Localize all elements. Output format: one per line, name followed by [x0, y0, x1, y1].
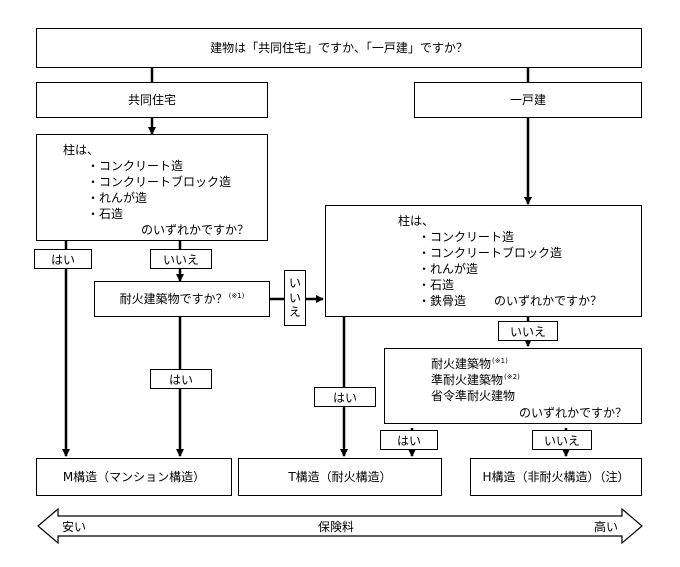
premium-scale-arrow — [37, 507, 643, 545]
fire-list-item: 耐火建築物(※1) — [431, 357, 508, 372]
right-pillar-item: ・れんが造 — [418, 262, 479, 276]
right-pillar-suffix: のいずれかですか？ — [494, 294, 603, 308]
scale-high-label: 高い — [594, 520, 619, 534]
no-vertical-char: え — [288, 305, 301, 320]
fire-list-item: 省令準耐火建物 — [431, 389, 515, 404]
yes-text: はい — [168, 372, 193, 387]
top-question-text: 建物は「共同住宅」ですか、「一戸建」ですか？ — [210, 40, 468, 55]
left-pillar-heading: 柱は、 — [63, 143, 100, 157]
fire-question-yes-label: はい — [150, 369, 212, 389]
fire-list-yes-label: はい — [380, 430, 438, 450]
scale-low-label: 安い — [62, 520, 87, 534]
no-text: いいえ — [162, 252, 199, 267]
fire-list-item-note: (※2) — [504, 373, 520, 381]
right-pillar-question-box: 柱は、 ・コンクリート造 ・コンクリートブロック造 ・れんが造 ・石造 ・鉄骨造… — [325, 205, 642, 317]
scale-center-label: 保険料 — [318, 520, 355, 534]
fire-resistant-question-box: 耐火建築物ですか？(※1) — [94, 281, 270, 317]
top-question-box: 建物は「共同住宅」ですか、「一戸建」ですか？ — [36, 28, 642, 68]
left-pillar-item: ・れんが造 — [87, 191, 148, 205]
fire-question-label: 耐火建築物ですか？ — [119, 291, 228, 306]
fire-resistant-question-text: 耐火建築物ですか？(※1) — [120, 292, 245, 307]
right-pillar-item: ・コンクリートブロック造 — [418, 246, 563, 260]
result-t-text: T構造（耐火構造） — [288, 469, 392, 484]
result-m-structure: M構造（マンション構造） — [36, 458, 232, 496]
detached-house-box: 一戸建 — [414, 82, 642, 118]
left-pillar-no-label: いいえ — [150, 249, 212, 269]
fire-list-item-text: 耐火建築物 — [431, 357, 492, 371]
fire-list-no-label: いいえ — [532, 430, 592, 450]
left-pillar-yes-label: はい — [34, 249, 92, 269]
right-pillar-item: ・石造 — [418, 278, 455, 292]
left-pillar-item: ・コンクリート造 — [87, 159, 184, 173]
no-text: いいえ — [509, 324, 546, 339]
result-m-text: M構造（マンション構造） — [62, 469, 206, 484]
result-h-text: H構造（非耐火構造）（注） — [482, 469, 630, 484]
left-pillar-item: ・コンクリートブロック造 — [87, 175, 232, 189]
no-vertical-char: い — [288, 276, 301, 291]
result-h-structure: H構造（非耐火構造）（注） — [470, 458, 642, 496]
left-pillar-suffix: のいずれかですか？ — [141, 223, 250, 237]
fire-list-item: 準耐火建築物(※2) — [431, 373, 520, 388]
fire-list-item-text: 準耐火建築物 — [431, 373, 504, 387]
fire-list-suffix: のいずれかですか？ — [519, 406, 628, 420]
fire-list-item-text: 省令準耐火建物 — [431, 389, 516, 403]
yes-text: はい — [50, 252, 75, 267]
right-pillar-item: ・コンクリート造 — [418, 230, 515, 244]
fire-question-no-label: い い え — [284, 270, 306, 326]
right-pillar-yes-label: はい — [314, 387, 376, 407]
no-text: いいえ — [543, 433, 580, 448]
result-t-structure: T構造（耐火構造） — [238, 458, 442, 496]
detached-house-label: 一戸建 — [509, 92, 546, 107]
right-pillar-no-label: いいえ — [498, 321, 558, 341]
right-pillar-heading: 柱は、 — [398, 214, 435, 228]
right-pillar-item: ・鉄骨造 — [418, 294, 467, 308]
left-pillar-item: ・石造 — [87, 207, 124, 221]
fire-resistance-list-box: 耐火建築物(※1) 準耐火建築物(※2) 省令準耐火建物 のいずれかですか？ — [384, 348, 642, 424]
left-pillar-question-box: 柱は、 ・コンクリート造 ・コンクリートブロック造 ・れんが造 ・石造 のいずれ… — [36, 134, 268, 241]
shared-housing-label: 共同住宅 — [127, 92, 176, 107]
shared-housing-box: 共同住宅 — [36, 82, 268, 118]
no-vertical-char: い — [288, 290, 301, 305]
fire-list-item-note: (※1) — [492, 357, 508, 365]
fire-question-note: (※1) — [228, 291, 245, 300]
yes-text: はい — [396, 433, 421, 448]
yes-text: はい — [332, 390, 357, 405]
